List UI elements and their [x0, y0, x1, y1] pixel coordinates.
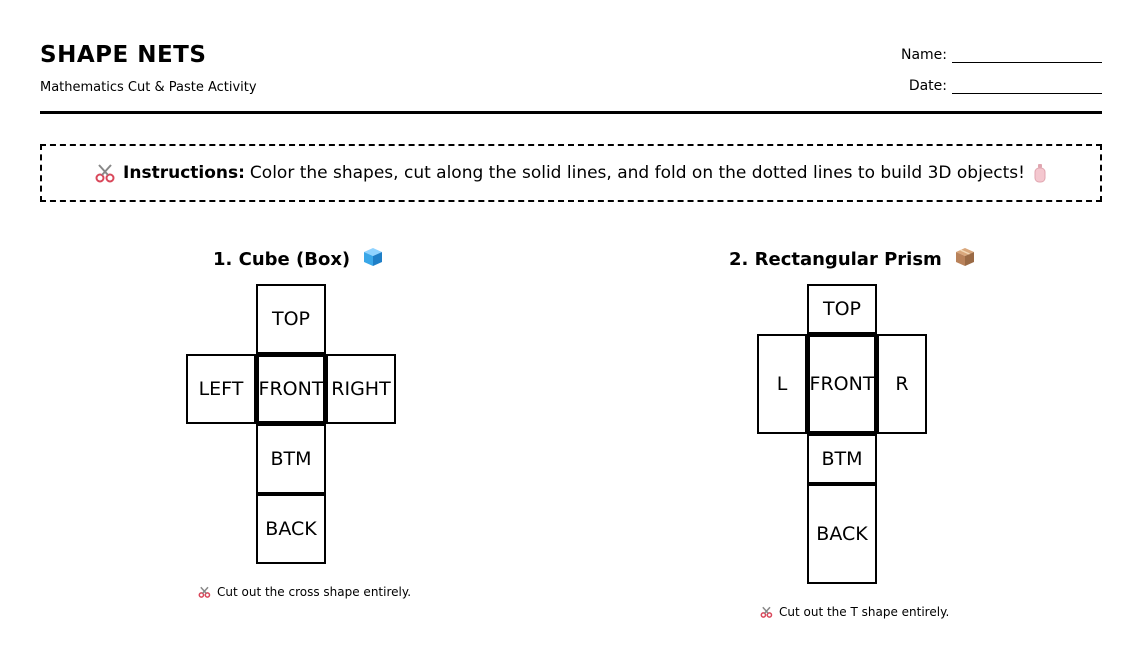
instructions-label: Instructions:	[123, 163, 245, 183]
cube-face-front: FRONT	[256, 354, 326, 424]
cube-face-top: TOP	[256, 284, 326, 354]
cube-title-text: 1. Cube (Box)	[213, 249, 351, 270]
cube-face-left: LEFT	[186, 354, 256, 424]
prism-face-top: TOP	[807, 284, 877, 334]
cube-face-bottom: BTM	[256, 424, 326, 494]
scissors-icon	[95, 163, 117, 183]
name-label: Name:	[900, 47, 947, 63]
cube-face-back: BACK	[256, 494, 326, 564]
cube-note: Cut out the cross shape entirely.	[198, 585, 411, 599]
date-label: Date:	[908, 78, 947, 94]
prism-face-left: L	[757, 334, 807, 434]
prism-face-bottom: BTM	[807, 434, 877, 484]
name-input-line[interactable]	[952, 48, 1102, 63]
prism-title-text: 2. Rectangular Prism	[729, 249, 942, 270]
cube-note-text: Cut out the cross shape entirely.	[217, 585, 412, 599]
prism-face-front: FRONT	[807, 334, 877, 434]
page-title: SHAPE NETS	[40, 42, 207, 68]
instructions-box: Instructions: Color the shapes, cut alon…	[40, 144, 1102, 202]
name-field[interactable]: Name:	[901, 47, 1102, 63]
prism-note: Cut out the T shape entirely.	[760, 605, 949, 619]
date-input-line[interactable]	[952, 79, 1102, 94]
prism-face-right: R	[877, 334, 927, 434]
cube-face-right: RIGHT	[326, 354, 396, 424]
header-divider	[40, 111, 1102, 114]
cube-title: 1. Cube (Box)	[213, 246, 384, 273]
worksheet-header: SHAPE NETS Mathematics Cut & Paste Activ…	[40, 0, 1102, 114]
scissors-icon	[198, 586, 212, 598]
instructions-text: Color the shapes, cut along the solid li…	[249, 163, 1025, 183]
page-subtitle: Mathematics Cut & Paste Activity	[40, 80, 257, 95]
glue-bottle-icon	[1033, 163, 1047, 183]
prism-note-text: Cut out the T shape entirely.	[779, 605, 950, 619]
date-field[interactable]: Date:	[909, 78, 1102, 94]
package-box-icon	[954, 246, 976, 273]
scissors-icon	[760, 606, 774, 618]
blue-cube-icon	[362, 246, 384, 273]
prism-face-back: BACK	[807, 484, 877, 584]
prism-title: 2. Rectangular Prism	[729, 246, 976, 273]
